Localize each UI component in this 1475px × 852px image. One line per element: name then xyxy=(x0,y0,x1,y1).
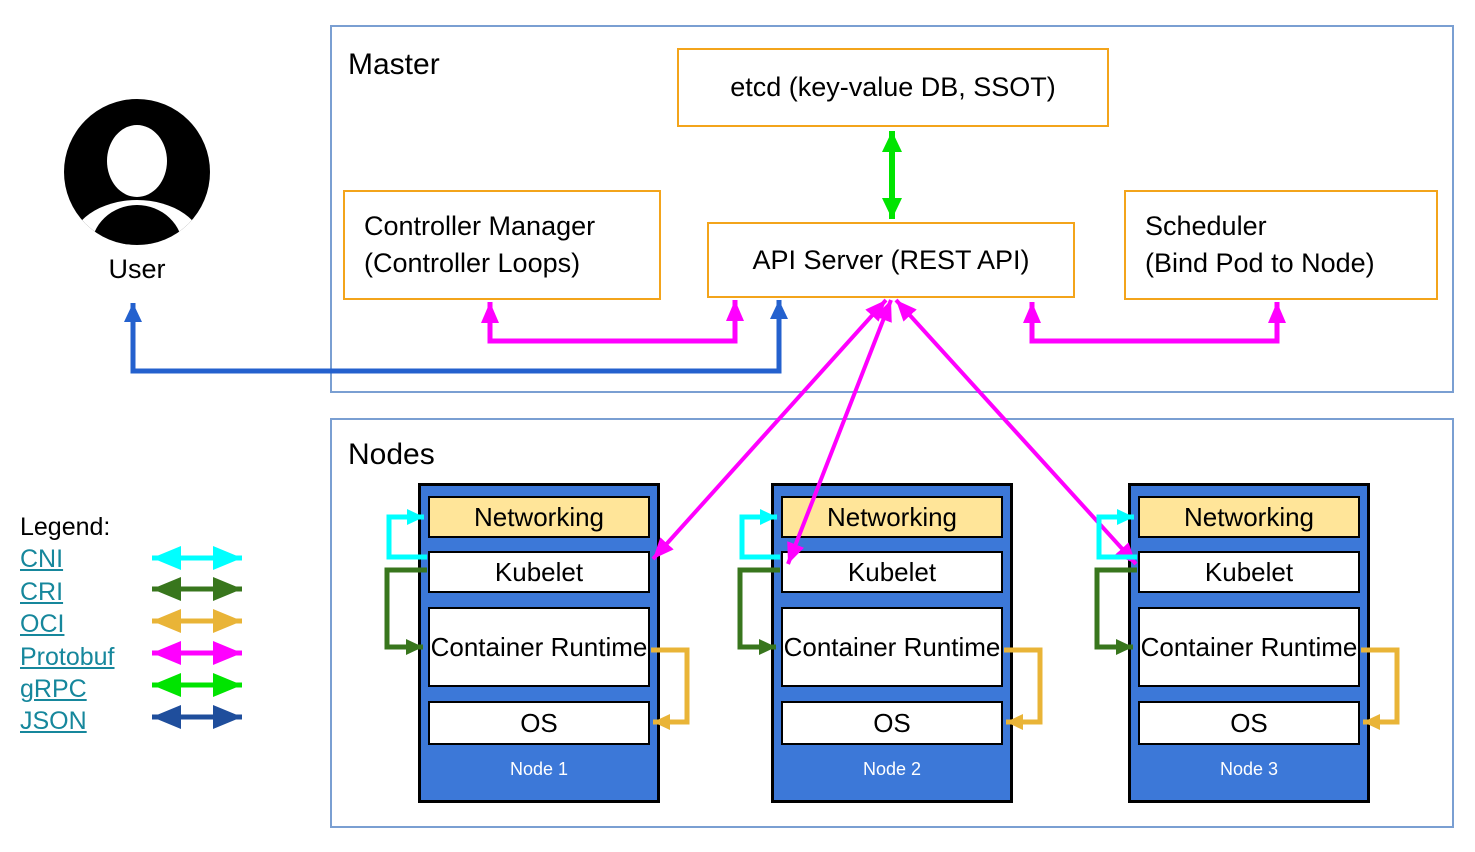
node-1-kubelet-layer: Kubelet xyxy=(428,551,650,593)
node-3: Networking Kubelet Container Runtime OS … xyxy=(1128,483,1370,803)
node-1-networking-layer: Networking xyxy=(428,496,650,538)
node-3-networking-layer: Networking xyxy=(1138,496,1360,538)
node-3-kubelet-label: Kubelet xyxy=(1204,556,1294,587)
node-1-container-runtime-label: Container Runtime xyxy=(430,631,648,662)
legend-link-cni[interactable]: CNI xyxy=(20,545,64,574)
node-2-os-label: OS xyxy=(873,707,911,738)
controller-manager-box: Controller Manager (Controller Loops) xyxy=(343,190,661,300)
node-1: Networking Kubelet Container Runtime OS … xyxy=(418,483,660,803)
node-2-networking-label: Networking xyxy=(826,501,958,532)
node-2-container-runtime-label: Container Runtime xyxy=(783,631,1001,662)
scheduler-label-line1: Scheduler xyxy=(1145,211,1267,241)
node-3-os-layer: OS xyxy=(1138,701,1360,745)
scheduler-label-line2: (Bind Pod to Node) xyxy=(1145,248,1375,278)
legend-link-protobuf[interactable]: Protobuf xyxy=(20,642,115,671)
node-2: Networking Kubelet Container Runtime OS … xyxy=(771,483,1013,803)
node-2-os-layer: OS xyxy=(781,701,1003,745)
controller-manager-label-line2: (Controller Loops) xyxy=(364,248,581,278)
node-1-os-label: OS xyxy=(520,707,558,738)
nodes-label: Nodes xyxy=(348,438,435,471)
node-3-container-runtime-layer: Container Runtime xyxy=(1138,607,1360,687)
user-icon xyxy=(64,99,210,245)
node-2-container-runtime-layer: Container Runtime xyxy=(781,607,1003,687)
etcd-label: etcd (key-value DB, SSOT) xyxy=(730,72,1056,102)
node-1-kubelet-label: Kubelet xyxy=(494,556,584,587)
node-2-name: Node 2 xyxy=(862,758,922,779)
scheduler-box: Scheduler (Bind Pod to Node) xyxy=(1124,190,1438,300)
node-3-os-label: OS xyxy=(1230,707,1268,738)
etcd-box: etcd (key-value DB, SSOT) xyxy=(677,48,1109,127)
legend-link-grpc[interactable]: gRPC xyxy=(20,675,87,704)
node-1-container-runtime-layer: Container Runtime xyxy=(428,607,650,687)
master-label: Master xyxy=(348,48,440,81)
api-server-label: API Server (REST API) xyxy=(752,244,1030,275)
node-2-kubelet-label: Kubelet xyxy=(847,556,937,587)
legend-title: Legend: xyxy=(20,513,111,541)
node-3-container-runtime-label: Container Runtime xyxy=(1140,631,1358,662)
controller-manager-label-line1: Controller Manager xyxy=(364,211,596,241)
api-server-box: API Server (REST API) xyxy=(707,222,1075,298)
node-2-networking-layer: Networking xyxy=(781,496,1003,538)
legend-link-json[interactable]: JSON xyxy=(20,707,87,736)
legend-link-cri[interactable]: CRI xyxy=(20,577,64,606)
legend: Legend: CNI CRI OCI Protobuf gRPC JSON xyxy=(20,511,115,738)
node-3-kubelet-layer: Kubelet xyxy=(1138,551,1360,593)
node-1-name: Node 1 xyxy=(509,758,569,779)
node-2-kubelet-layer: Kubelet xyxy=(781,551,1003,593)
node-3-name: Node 3 xyxy=(1219,758,1279,779)
node-1-networking-label: Networking xyxy=(473,501,605,532)
node-1-os-layer: OS xyxy=(428,701,650,745)
user-label: User xyxy=(108,254,166,284)
legend-link-oci[interactable]: OCI xyxy=(20,610,65,639)
node-3-networking-label: Networking xyxy=(1183,501,1315,532)
